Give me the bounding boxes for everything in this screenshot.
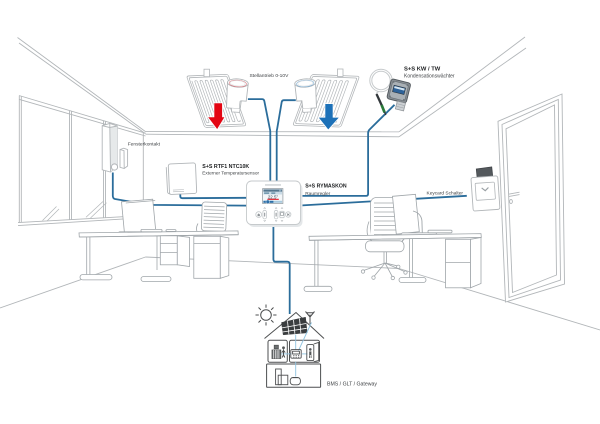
svg-text:S+S KW / TW: S+S KW / TW	[404, 66, 441, 72]
svg-text:Stellantrieb 0-10V: Stellantrieb 0-10V	[250, 73, 290, 79]
svg-text:S+S RTF1 NTC10K: S+S RTF1 NTC10K	[202, 164, 249, 170]
svg-text:Externer Temperatursensor: Externer Temperatursensor	[202, 170, 259, 175]
svg-text:Fensterkontakt: Fensterkontakt	[128, 142, 161, 148]
svg-text:BMS / GLT / Gateway: BMS / GLT / Gateway	[327, 382, 377, 388]
svg-text:Keycard Schalter: Keycard Schalter	[427, 191, 464, 197]
svg-text:Raumregler: Raumregler	[305, 191, 330, 197]
svg-text:S+S RYMASKON: S+S RYMASKON	[305, 184, 347, 190]
svg-text:Kondensationswächter: Kondensationswächter	[404, 73, 455, 79]
svg-text:22.5°: 22.5°	[268, 194, 279, 199]
